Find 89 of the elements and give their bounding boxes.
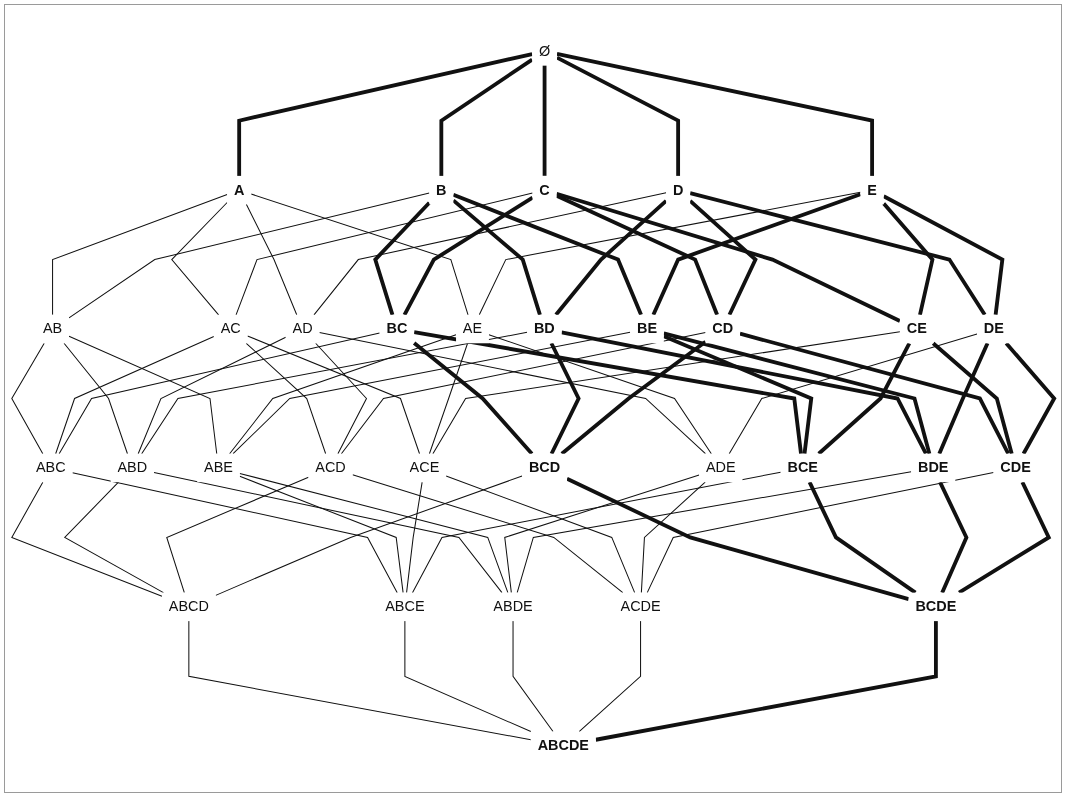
connector xyxy=(556,191,901,323)
connector xyxy=(237,52,533,176)
connector xyxy=(739,331,1010,455)
connector xyxy=(413,330,803,454)
node-text: ABCD xyxy=(168,598,209,615)
connector xyxy=(488,334,712,455)
connector xyxy=(566,476,910,601)
connector xyxy=(137,336,287,455)
connector xyxy=(452,198,542,316)
connector xyxy=(11,342,45,455)
node-text: ABE xyxy=(204,459,233,476)
node-text: ACD xyxy=(315,459,346,476)
connector xyxy=(549,342,581,455)
connector xyxy=(247,335,421,455)
connector xyxy=(555,193,719,316)
connector xyxy=(938,481,969,594)
connector xyxy=(663,334,814,454)
connector xyxy=(432,331,901,455)
connector xyxy=(937,342,990,455)
connector xyxy=(229,334,457,455)
connector xyxy=(689,191,987,316)
connector xyxy=(63,342,128,455)
connector xyxy=(542,65,547,176)
connector xyxy=(595,621,938,742)
connector xyxy=(882,194,1005,316)
node-text: ABDE xyxy=(493,598,533,615)
connector xyxy=(239,472,509,594)
connector xyxy=(504,474,700,594)
connector xyxy=(239,475,404,594)
connector xyxy=(882,202,935,316)
connector xyxy=(478,191,861,316)
connector xyxy=(188,620,532,741)
connector xyxy=(556,51,874,176)
connector xyxy=(245,203,298,316)
connector xyxy=(512,620,554,733)
connector xyxy=(402,196,534,316)
connector xyxy=(166,476,309,594)
connector xyxy=(646,471,995,594)
connector xyxy=(428,342,469,455)
connector xyxy=(578,620,642,733)
connector xyxy=(412,341,534,455)
connector xyxy=(215,475,523,596)
node-text: ABC xyxy=(35,459,66,476)
connector xyxy=(373,201,431,316)
node-text: AB xyxy=(42,320,63,337)
node-text: ABCDE xyxy=(537,737,589,754)
connector xyxy=(958,481,1052,595)
connector xyxy=(560,340,707,456)
node-text: AC xyxy=(220,320,241,337)
connector xyxy=(640,481,706,594)
connector xyxy=(232,331,631,455)
connector xyxy=(728,333,978,455)
connector xyxy=(313,192,667,316)
connector xyxy=(68,192,430,319)
connector xyxy=(554,199,668,316)
connector xyxy=(406,481,423,594)
node-text: ACDE xyxy=(620,598,661,615)
connector xyxy=(245,342,327,455)
connector xyxy=(439,57,534,176)
node-text: AD xyxy=(292,320,313,337)
connector xyxy=(63,481,164,594)
connector xyxy=(315,342,368,455)
connector xyxy=(651,192,862,316)
connector xyxy=(1004,342,1057,455)
node-text: ABCE xyxy=(385,598,425,615)
connector xyxy=(352,474,624,594)
connector xyxy=(411,471,782,594)
connector xyxy=(235,192,534,316)
connector xyxy=(11,481,163,597)
connector xyxy=(663,331,932,455)
node-text: ACE xyxy=(409,459,440,476)
connector xyxy=(807,481,917,595)
connector xyxy=(516,471,912,594)
connector xyxy=(171,202,228,316)
connector xyxy=(52,194,228,316)
connector xyxy=(556,55,681,176)
connector xyxy=(931,341,1014,455)
connector xyxy=(141,331,528,455)
connector xyxy=(445,475,636,594)
node-text: A xyxy=(233,181,245,198)
connector xyxy=(58,332,381,455)
connector xyxy=(561,330,928,455)
connector xyxy=(404,620,532,733)
connector xyxy=(153,472,503,594)
connector xyxy=(688,199,758,316)
connector xyxy=(452,193,643,316)
connector xyxy=(71,472,398,594)
connector xyxy=(250,193,469,316)
connector xyxy=(817,342,911,456)
